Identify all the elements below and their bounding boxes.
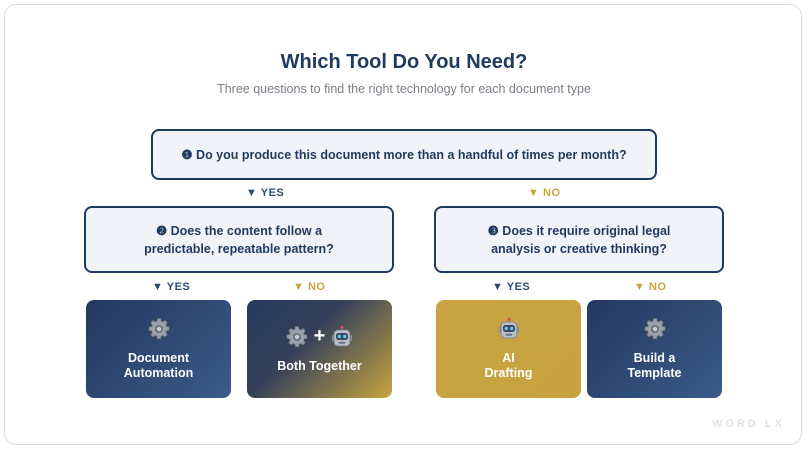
- question-1-text: ❶ Do you produce this document more than…: [181, 147, 627, 162]
- question-3-box: ❸ Does it require original legal analysi…: [434, 206, 724, 273]
- gear-icon: [147, 318, 170, 340]
- result-document-automation: Document Automation: [86, 300, 231, 398]
- question-1-box: ❶ Do you produce this document more than…: [151, 129, 657, 180]
- robot-icon: [332, 325, 353, 346]
- q3-no-label: ▼ NO: [634, 281, 667, 293]
- plus-icon: +: [313, 325, 326, 347]
- result-label: Document Automation: [123, 351, 194, 380]
- question-3-text: ❸ Does it require original legal analysi…: [487, 223, 671, 256]
- gear-icon: [643, 318, 666, 340]
- question-2-box: ❷ Does the content follow a predictable,…: [84, 206, 394, 273]
- result-label: Build a Template: [627, 351, 682, 380]
- result-icons: +: [285, 325, 355, 349]
- q2-no-label: ▼ NO: [293, 281, 326, 293]
- result-build-a-template: Build a Template: [587, 300, 722, 398]
- q3-yes-label: ▼ YES: [492, 281, 531, 293]
- result-icons: [643, 317, 667, 341]
- result-both-together: + Both Together: [247, 300, 392, 398]
- q1-no-label: ▼ NO: [528, 187, 561, 199]
- result-label: AI Drafting: [484, 351, 533, 380]
- q1-yes-label: ▼ YES: [246, 187, 285, 199]
- result-icons: [497, 317, 521, 341]
- result-label: Both Together: [277, 358, 362, 373]
- page-subtitle: Three questions to find the right techno…: [217, 82, 591, 96]
- q2-yes-label: ▼ YES: [152, 281, 191, 293]
- brand-watermark: WORD LX: [712, 418, 785, 430]
- gear-icon: [286, 325, 308, 347]
- result-icons: [147, 317, 171, 341]
- result-ai-drafting: AI Drafting: [436, 300, 581, 398]
- robot-icon: [498, 317, 519, 339]
- question-2-text: ❷ Does the content follow a predictable,…: [144, 223, 334, 256]
- page-title: Which Tool Do You Need?: [280, 51, 528, 73]
